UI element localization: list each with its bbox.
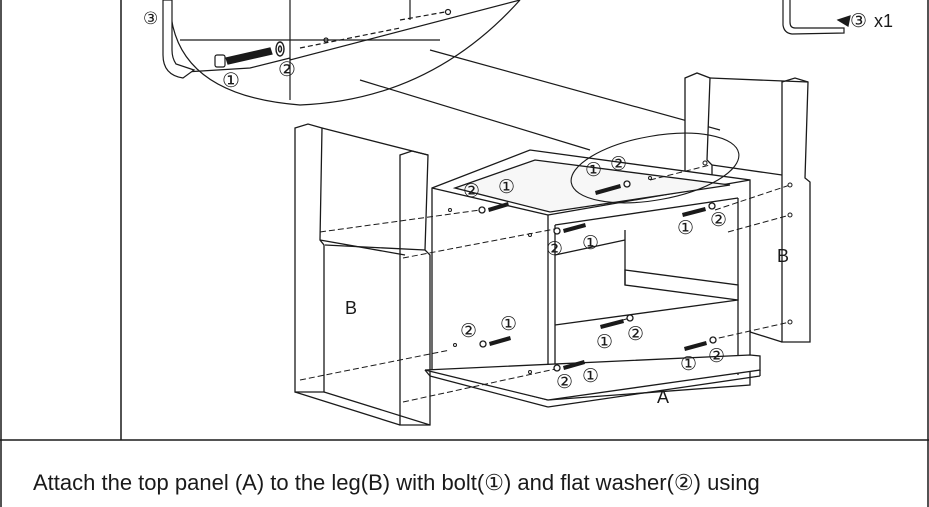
- leg-left-b: [294, 123, 431, 426]
- instruction-caption: Attach the top panel (A) to the leg(B) w…: [33, 470, 760, 495]
- bolt-callout: ①: [677, 218, 694, 239]
- washer-callout: ②: [460, 321, 477, 342]
- fastener-set-8: ① ②: [680, 336, 725, 375]
- bolt-callout: ①: [585, 160, 602, 181]
- bolt-callout: ①: [582, 233, 599, 254]
- washer-callout: ②: [710, 210, 727, 231]
- fastener-set-6: ① ②: [596, 314, 644, 353]
- part-a-label: A: [657, 387, 669, 407]
- washer-callout: ②: [463, 181, 480, 202]
- fastener-set-3: ② ①: [546, 223, 599, 260]
- fastener-set-4: ① ②: [677, 202, 727, 239]
- fastener-set-2: ② ①: [463, 177, 515, 214]
- bolt-label-detail: ①: [222, 70, 240, 92]
- screw-holes: [448, 160, 793, 374]
- hardware-qty-label: x1: [874, 11, 893, 31]
- bolt-callout: ①: [500, 314, 517, 335]
- bolt-callout: ①: [498, 177, 515, 198]
- washer-callout: ②: [708, 346, 725, 367]
- fastener-set-5: ② ①: [460, 314, 517, 348]
- allen-key-label: ③: [143, 9, 158, 28]
- washer-callout: ②: [627, 324, 644, 345]
- flat-washer-icon: [275, 41, 285, 57]
- allen-key-icon: [162, 0, 196, 79]
- washer-callout: ②: [556, 372, 573, 393]
- hardware-allen-key-icon: [782, 0, 851, 35]
- washer-callout: ②: [610, 154, 627, 175]
- detail-magnifier: [169, 0, 721, 151]
- fastener-set-7: ② ①: [553, 360, 599, 393]
- bolt-callout: ①: [596, 332, 613, 353]
- top-panel-a: [424, 149, 761, 408]
- bolt-callout: ①: [680, 354, 697, 375]
- assembly-guide-lines: [299, 164, 791, 403]
- fastener-set-1: ① ②: [585, 154, 631, 195]
- detail-ellipse: [570, 132, 740, 204]
- washer-callout: ②: [546, 239, 563, 260]
- hardware-key-label: ③: [850, 11, 867, 32]
- bolt-callout: ①: [582, 366, 599, 387]
- hex-bolt-icon: [214, 47, 273, 68]
- part-b-left-label: B: [345, 298, 357, 318]
- washer-label-detail: ②: [278, 59, 296, 81]
- part-b-right-label: B: [777, 246, 789, 266]
